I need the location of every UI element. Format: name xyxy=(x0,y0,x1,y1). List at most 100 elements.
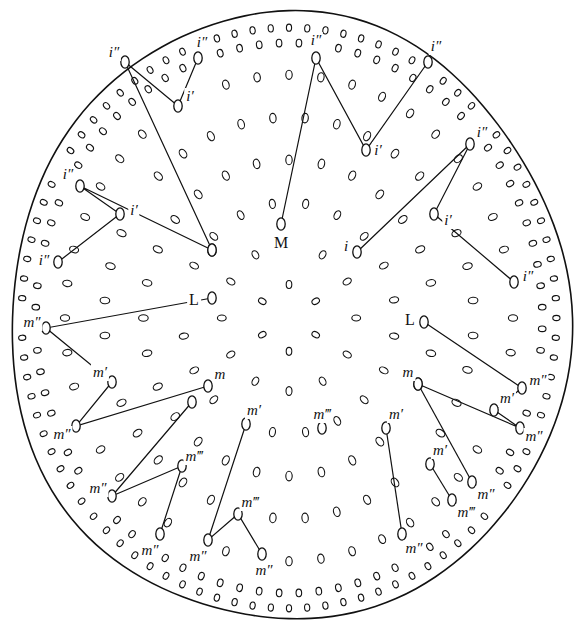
bundle xyxy=(466,138,474,150)
bundle-label: m″ xyxy=(527,372,548,389)
bundle-dot xyxy=(161,73,170,82)
bundle-dot xyxy=(425,542,434,551)
bundle-dot xyxy=(503,481,512,489)
label-holder: m‴ xyxy=(455,503,476,521)
bundle-dot xyxy=(391,563,399,572)
bundle-dot xyxy=(256,587,262,595)
bundle xyxy=(188,396,196,408)
bundle-dot xyxy=(392,580,400,589)
bundle-dot xyxy=(114,472,125,483)
bundle-dot xyxy=(286,557,292,566)
bundle-dot xyxy=(100,332,110,339)
label-holder: i″ xyxy=(37,251,51,269)
bundle-dot xyxy=(162,56,170,65)
bundle-dot xyxy=(189,261,200,271)
bundle-dot xyxy=(375,40,382,49)
bundle-dot xyxy=(208,394,219,405)
bundle xyxy=(156,528,164,540)
bundle-dot xyxy=(89,115,98,124)
bundle-dot xyxy=(116,88,125,97)
bundle-dot xyxy=(503,146,512,154)
bundle-dot xyxy=(430,496,441,507)
bundle-dot xyxy=(269,199,276,209)
bundle-dot xyxy=(77,131,86,140)
bundle-dot xyxy=(276,589,282,597)
bundle-dot xyxy=(530,198,539,206)
bundle-dot xyxy=(373,572,381,581)
bundle-label: m xyxy=(213,366,228,383)
bundle-dot xyxy=(522,409,531,417)
label-holder: i″ xyxy=(521,267,535,285)
label-holder: m″ xyxy=(527,371,548,389)
bundle-dot xyxy=(54,199,63,207)
bundle-dot xyxy=(390,148,401,160)
bundle-dot xyxy=(332,119,341,130)
bundle xyxy=(420,316,428,328)
bundle-dot xyxy=(66,481,75,489)
bundle-dot xyxy=(231,30,238,38)
bundle-dot xyxy=(276,39,282,47)
bundle-dot xyxy=(250,26,256,34)
bundle-dot xyxy=(408,56,416,65)
bundle-dot xyxy=(538,326,546,332)
bundle-dot xyxy=(142,279,153,287)
bundle-label: L xyxy=(187,291,201,309)
bundle-dot xyxy=(453,472,464,483)
bundle-dot xyxy=(441,97,450,106)
bundle-dot xyxy=(77,497,86,506)
bundle-dot xyxy=(392,47,400,56)
bundle-dot xyxy=(374,189,385,200)
bundle-dot xyxy=(311,297,321,306)
bundle-dot xyxy=(39,430,48,438)
bundle-label: m′ xyxy=(431,442,449,459)
bundle-dot xyxy=(550,275,558,281)
bundle-dot xyxy=(347,455,357,466)
bundle-dots xyxy=(18,24,560,612)
bundle xyxy=(204,534,212,546)
bundle-dot xyxy=(236,583,243,592)
bundle xyxy=(426,458,434,470)
bundle-dot xyxy=(352,315,361,321)
bundle-label: m′ xyxy=(387,406,405,423)
label-holder: m′ xyxy=(498,389,516,407)
bundle-dot xyxy=(514,199,523,207)
bundle-dot xyxy=(152,244,163,254)
bundle-dot xyxy=(483,143,492,152)
bundle-dot xyxy=(318,250,328,261)
bundle-dot xyxy=(335,44,342,53)
bundle-dot xyxy=(250,602,256,610)
bundle-dot xyxy=(179,64,187,73)
bundle-dot xyxy=(286,347,292,355)
bundle-dot xyxy=(441,529,450,538)
bundle xyxy=(510,276,518,288)
bundle-dot xyxy=(333,210,343,221)
bundle-dot xyxy=(47,180,56,188)
bundle-dot xyxy=(286,70,292,79)
bundle xyxy=(54,256,62,268)
leader-line xyxy=(125,58,212,250)
bundle-label: M xyxy=(272,234,290,252)
bundle-dot xyxy=(358,593,365,601)
bundle-label: i′ xyxy=(184,88,195,105)
bundle-dot xyxy=(33,347,41,353)
bundle-dot xyxy=(348,546,357,557)
bundle-dot xyxy=(47,219,56,227)
bundle-dot xyxy=(102,101,111,110)
leader-line xyxy=(357,144,514,282)
label-holder: i″ xyxy=(309,31,323,49)
bundle-dot xyxy=(375,587,382,596)
bundle-dot xyxy=(142,349,153,357)
bundle-dot xyxy=(39,198,48,206)
bundle xyxy=(76,180,84,192)
bundle-label: m‴ xyxy=(239,494,260,511)
bundle-dot xyxy=(252,158,260,169)
bundle-dot xyxy=(335,584,342,593)
bundle-dot xyxy=(304,25,310,33)
bundle xyxy=(194,52,202,64)
bundle-dot xyxy=(537,217,546,224)
bundle-dot xyxy=(18,335,26,341)
bundle-dot xyxy=(317,467,325,478)
bundle xyxy=(204,380,212,392)
bundle-dot xyxy=(95,444,106,454)
